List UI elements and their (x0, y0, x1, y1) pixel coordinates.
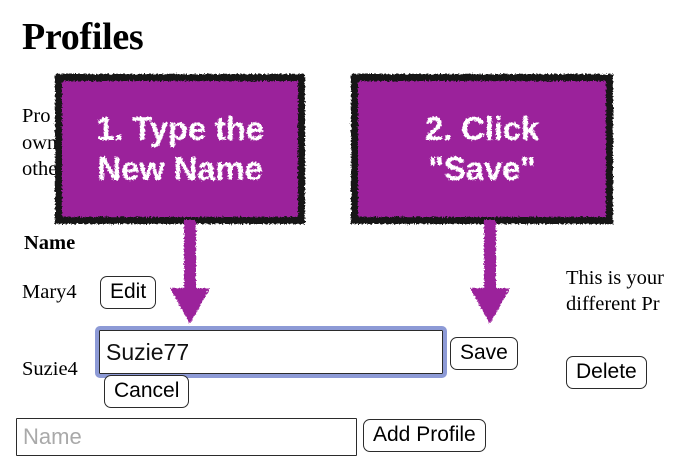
annotation-arrow-1-icon (166, 220, 214, 326)
column-header-name: Name (24, 232, 76, 254)
save-button[interactable]: Save (450, 337, 518, 370)
side-note-line-2: different Pr (566, 293, 660, 315)
side-note-line-1: This is your (566, 267, 664, 289)
annotation-arrow-2-icon (466, 220, 514, 326)
annotation-callout-1-line-2: New Name (97, 150, 263, 187)
intro-line-3: othe (22, 158, 58, 180)
add-profile-input[interactable] (16, 418, 357, 456)
page-title: Profiles (22, 16, 144, 58)
profile-name-row-2: Suzie4 (22, 358, 78, 380)
delete-button[interactable]: Delete (566, 356, 647, 389)
annotation-callout-1-line-1: 1. Type the (96, 110, 264, 147)
profile-name-input[interactable] (95, 326, 447, 378)
edit-button-row-1[interactable]: Edit (100, 276, 157, 309)
annotation-callout-2: 2. Click "Save" (351, 74, 613, 224)
add-profile-button[interactable]: Add Profile (363, 419, 486, 452)
annotation-callout-2-line-1: 2. Click (425, 110, 539, 147)
side-note: This is your different Pr (566, 265, 690, 317)
annotation-callout-2-line-2: "Save" (428, 150, 536, 187)
annotation-callout-1: 1. Type the New Name (55, 74, 305, 224)
cancel-button[interactable]: Cancel (104, 375, 190, 408)
profile-name-row-1: Mary4 (22, 281, 77, 303)
